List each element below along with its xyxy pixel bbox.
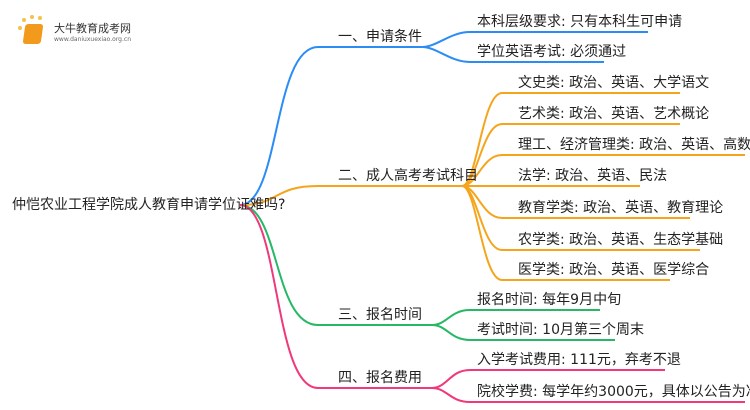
leaf-node: 学位英语考试: 必须通过 [477, 44, 627, 60]
leaf-connector [431, 387, 745, 403]
logo: 大牛教育成考网 www.daniuxuexiao.org.cn [18, 15, 168, 48]
leaf-connector [421, 31, 648, 48]
logo-url: www.daniuxuexiao.org.cn [54, 36, 131, 43]
book-icon [22, 24, 44, 44]
leaf-connector [421, 46, 604, 63]
branch-node: 四、报名费用 [338, 370, 422, 386]
branch-node: 二、成人高考考试科目 [338, 168, 478, 184]
leaf-connector [461, 154, 745, 187]
leaf-connector [431, 369, 665, 389]
branch-node: 一、申请条件 [338, 29, 422, 45]
leaf-node: 农学类: 政治、英语、生态学基础 [518, 232, 724, 248]
branch-connector [239, 185, 462, 206]
leaf-node: 艺术类: 政治、英语、艺术概论 [518, 106, 710, 122]
leaf-node: 医学类: 政治、英语、医学综合 [518, 262, 710, 278]
leaf-node: 教育学类: 政治、英语、教育理论 [518, 200, 724, 216]
branch-connector [239, 204, 432, 389]
leaf-connector [431, 324, 615, 341]
branch-node: 三、报名时间 [338, 307, 422, 323]
leaf-connector [461, 185, 670, 281]
leaf-node: 入学考试费用: 111元，弃考不退 [477, 352, 681, 368]
leaf-node: 考试时间: 10月第三个周末 [477, 322, 644, 338]
leaf-connector [461, 92, 680, 187]
leaf-node: 文史类: 政治、英语、大学语文 [518, 75, 710, 91]
logo-title: 大牛教育成考网 [54, 22, 131, 35]
leaf-node: 法学: 政治、英语、民法 [518, 168, 668, 184]
root-node: 仲恺农业工程学院成人教育申请学位证难吗? [12, 197, 286, 213]
leaf-node: 报名时间: 每年9月中旬 [477, 292, 622, 308]
leaf-node: 理工、经济管理类: 政治、英语、高数（二） [518, 137, 750, 153]
leaf-connector [461, 123, 680, 187]
branch-connector [239, 204, 432, 326]
leaf-node: 本科层级要求: 只有本科生可申请 [477, 14, 683, 30]
branch-connector [239, 46, 422, 206]
leaf-node: 院校学费: 每学年约3000元，具体以公告为准 [477, 384, 750, 400]
